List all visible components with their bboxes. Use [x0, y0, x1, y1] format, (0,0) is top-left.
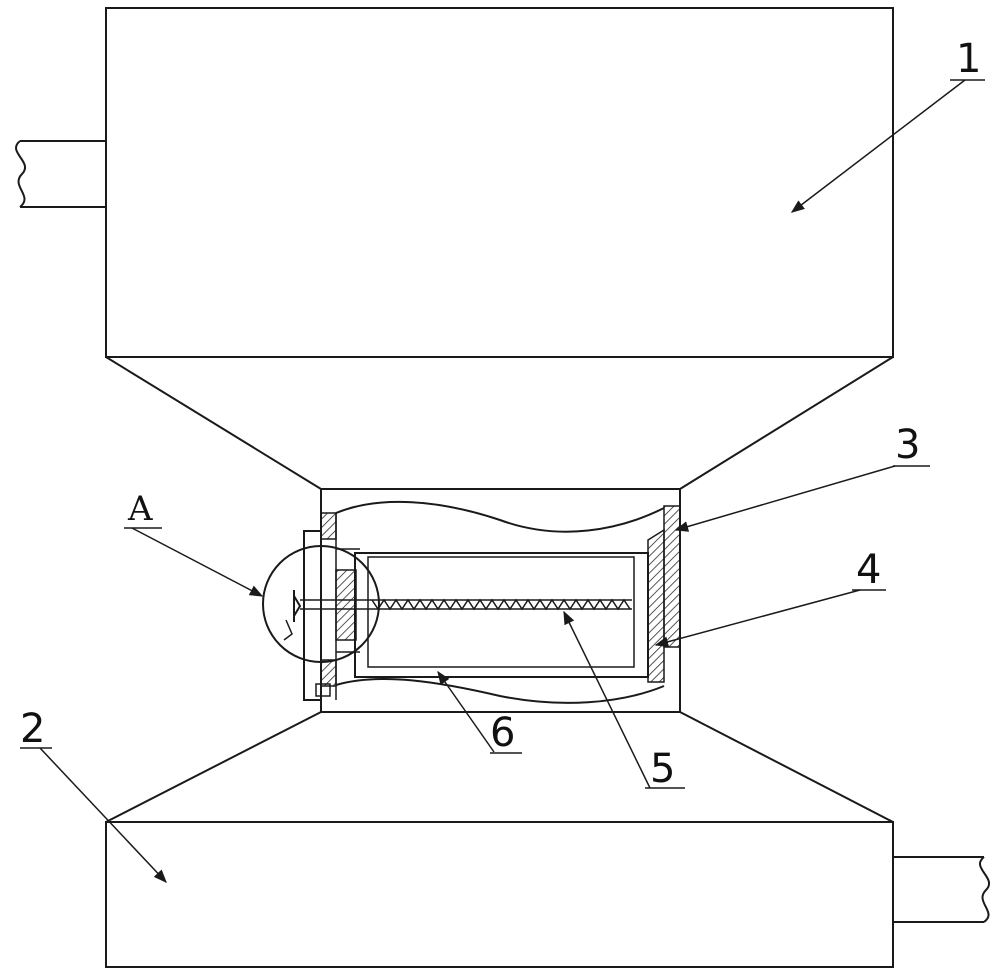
label-4: 4 — [856, 547, 881, 593]
detail-a-circle — [262, 545, 380, 663]
leader-lines — [20, 79, 985, 883]
leader-6 — [437, 670, 495, 753]
upper-hopper — [105, 356, 894, 490]
leader-3 — [674, 465, 896, 532]
lower-hopper — [105, 711, 894, 823]
leader-4 — [654, 589, 861, 648]
lower-box — [105, 821, 894, 968]
label-1: 1 — [956, 36, 981, 82]
leader-5 — [563, 610, 651, 789]
leader-2 — [39, 747, 167, 883]
leader-1 — [790, 79, 966, 213]
left-mount-mechanism — [262, 512, 380, 701]
upper-inlet-pipe — [15, 140, 106, 208]
hatched-block — [647, 528, 665, 683]
lower-outlet-pipe — [893, 856, 990, 923]
label-2: 2 — [20, 706, 45, 752]
label-6: 6 — [490, 710, 515, 756]
leader-a — [131, 527, 264, 597]
right-seal-plate — [663, 505, 681, 648]
label-5: 5 — [650, 746, 675, 792]
filter-frame — [354, 552, 649, 678]
label-a: A — [127, 489, 153, 529]
upper-box — [105, 7, 894, 358]
label-3: 3 — [895, 422, 920, 468]
